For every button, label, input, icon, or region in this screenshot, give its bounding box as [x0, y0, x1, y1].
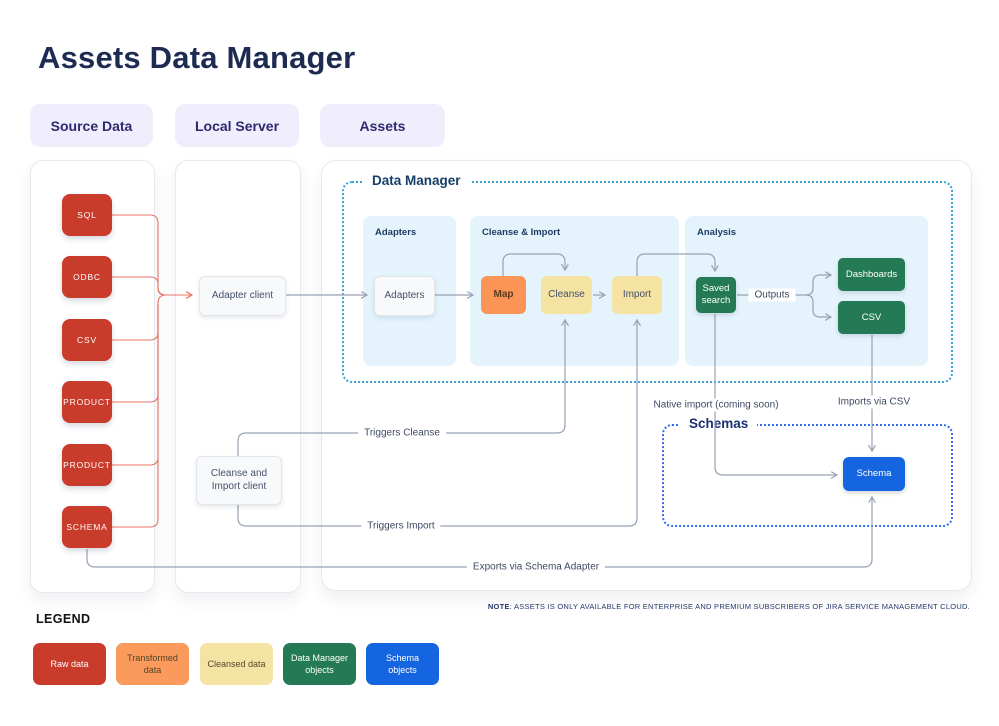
footnote-text: : ASSETS IS ONLY AVAILABLE FOR ENTERPRIS…	[509, 602, 970, 611]
legend-item-cleansed-data: Cleansed data	[200, 643, 273, 685]
edge-label-outputs: Outputs	[748, 288, 796, 302]
edge-label-native-import: Native import (coming soon)	[647, 398, 785, 412]
cleanse-import-client-node: Cleanse and Import client	[196, 456, 282, 505]
data-manager-group: Data Manager	[342, 173, 953, 383]
source-node-csv: CSV	[62, 319, 112, 361]
edge-label-triggers-cleanse: Triggers Cleanse	[358, 426, 446, 440]
source-node-product-2: PRODUCT	[62, 444, 112, 486]
footnote: NOTE: ASSETS IS ONLY AVAILABLE FOR ENTER…	[488, 602, 970, 611]
legend-title: LEGEND	[36, 612, 91, 626]
saved-search-node: Saved search	[696, 277, 736, 313]
dashboards-node: Dashboards	[838, 258, 905, 291]
edge-label-triggers-import: Triggers Import	[361, 519, 441, 533]
adapters-panel-label: Adapters	[375, 227, 417, 238]
legend-item-schema-objects: Schema objects	[366, 643, 439, 685]
lane-assets: Assets	[320, 104, 445, 147]
cleanse-node: Cleanse	[541, 276, 592, 314]
data-manager-group-title: Data Manager	[363, 173, 470, 188]
source-node-odbc: ODBC	[62, 256, 112, 298]
csv-output-node: CSV	[838, 301, 905, 334]
footnote-bold: NOTE	[487, 602, 510, 611]
schemas-group-title: Schemas	[680, 416, 758, 431]
analysis-panel-label: Analysis	[697, 227, 737, 238]
source-node-sql: SQL	[62, 194, 112, 236]
legend-item-data-manager-objects: Data Manager objects	[283, 643, 356, 685]
import-node: Import	[612, 276, 662, 314]
adapters-node: Adapters	[374, 276, 435, 316]
local-server-column	[175, 160, 301, 593]
cleanse-import-panel-label: Cleanse & Import	[482, 227, 561, 238]
edge-label-exports: Exports via Schema Adapter	[466, 560, 606, 574]
source-node-schema: SCHEMA	[62, 506, 112, 548]
lane-source-data: Source Data	[30, 104, 153, 147]
source-node-product-1: PRODUCT	[62, 381, 112, 423]
page-title: Assets Data Manager	[38, 40, 356, 75]
lane-local-server: Local Server	[175, 104, 299, 147]
legend-item-transformed-data: Transformed data	[116, 643, 189, 685]
edge-label-imports-csv: Imports via CSV	[831, 395, 917, 409]
legend-item-raw-data: Raw data	[33, 643, 106, 685]
adapter-client-node: Adapter client	[199, 276, 286, 316]
schemas-group: Schemas	[662, 416, 953, 527]
schema-node: Schema	[843, 457, 905, 491]
map-node: Map	[481, 276, 526, 314]
